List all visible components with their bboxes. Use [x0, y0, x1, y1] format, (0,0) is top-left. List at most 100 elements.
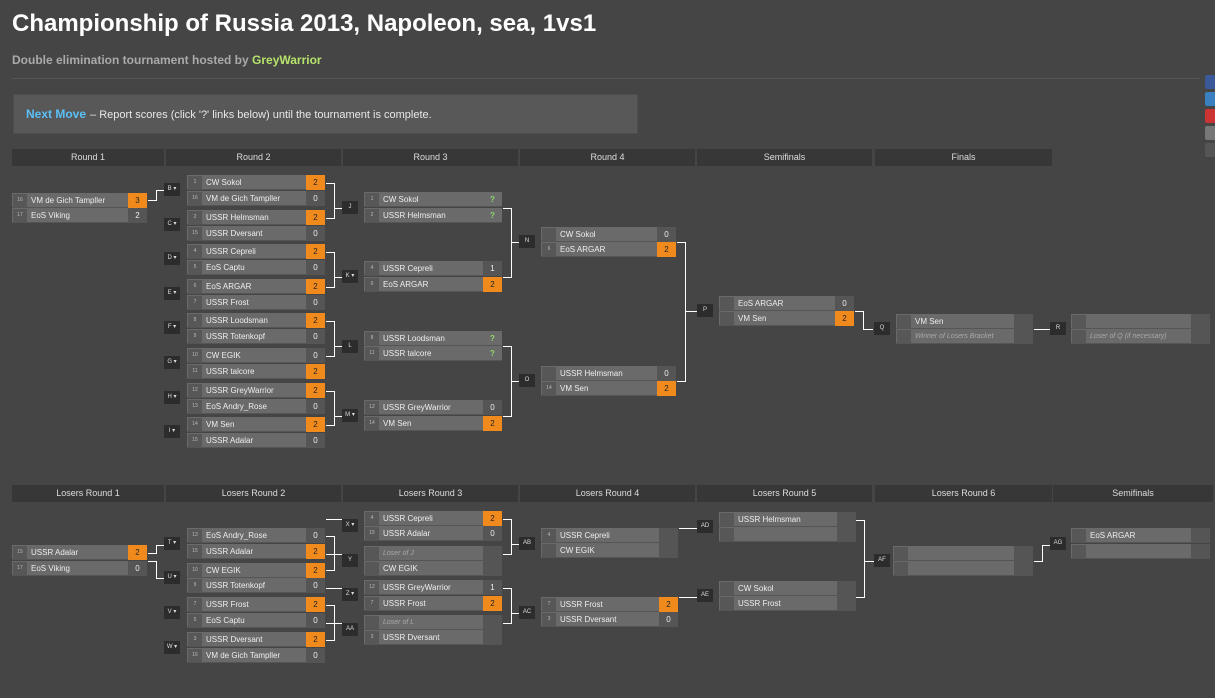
print-icon[interactable] [1205, 126, 1215, 140]
match-label[interactable]: C ▾ [164, 218, 180, 231]
match-label[interactable]: B ▾ [164, 183, 180, 196]
match-label[interactable]: J [342, 201, 358, 214]
vk-icon[interactable] [1205, 92, 1215, 106]
score-badge[interactable]: ? [490, 334, 495, 343]
collapse-icon[interactable] [1205, 143, 1215, 157]
facebook-icon[interactable] [1205, 75, 1215, 89]
match-label[interactable]: X ▾ [342, 519, 358, 532]
match-label[interactable]: Z ▾ [342, 588, 358, 601]
match-label[interactable]: O [519, 374, 535, 387]
match-label[interactable]: U ▾ [164, 571, 180, 584]
match-label[interactable]: AG [1050, 537, 1066, 550]
match-label[interactable]: R [1050, 322, 1066, 335]
match-label[interactable]: AF [874, 554, 890, 567]
match-slot[interactable]: USSR Helmsman [719, 512, 856, 527]
match-label[interactable]: G ▾ [164, 356, 180, 369]
match-label[interactable]: L [342, 340, 358, 353]
match-slot[interactable] [1071, 544, 1210, 559]
score-badge[interactable]: ? [490, 195, 495, 204]
match-slot[interactable]: Loser of Q (if necessary) [1071, 329, 1210, 344]
match-label[interactable]: E ▾ [164, 287, 180, 300]
match-label[interactable]: N [519, 235, 535, 248]
match-label[interactable]: AE [697, 589, 713, 602]
match-slot[interactable]: Loser of L [364, 615, 502, 630]
score-badge[interactable]: ? [490, 211, 495, 220]
match-slot[interactable]: Loser of J [364, 546, 502, 561]
host-link[interactable]: GreyWarrior [252, 53, 322, 67]
match-label[interactable]: M ▾ [342, 409, 358, 422]
match-slot[interactable] [1071, 314, 1210, 329]
match-slot[interactable]: CW EGIK [541, 543, 678, 558]
google-plus-icon[interactable] [1205, 109, 1215, 123]
match-label[interactable]: AB [519, 537, 535, 550]
match-slot[interactable]: VM Sen [896, 314, 1033, 329]
match-slot[interactable]: EoS ARGAR [1071, 528, 1210, 543]
match-label[interactable]: Q [874, 322, 890, 335]
match-slot[interactable]: Winner of Losers Bracket [896, 329, 1033, 344]
match-label[interactable]: AA [342, 623, 358, 636]
match-label[interactable]: P [697, 304, 713, 317]
match-slot[interactable]: CW Sokol [719, 581, 856, 596]
match-label[interactable]: I ▾ [164, 425, 180, 438]
match-label[interactable]: W ▾ [164, 641, 180, 654]
match-slot[interactable]: CW EGIK [364, 561, 502, 576]
match-label[interactable]: V ▾ [164, 606, 180, 619]
match-slot[interactable] [893, 546, 1033, 561]
score-badge[interactable]: ? [490, 349, 495, 358]
match-slot[interactable] [893, 561, 1033, 576]
match-label[interactable]: Y [342, 554, 358, 567]
match-slot[interactable] [719, 527, 856, 542]
match-label[interactable]: T ▾ [164, 537, 180, 550]
match-label[interactable]: H ▾ [164, 391, 180, 404]
